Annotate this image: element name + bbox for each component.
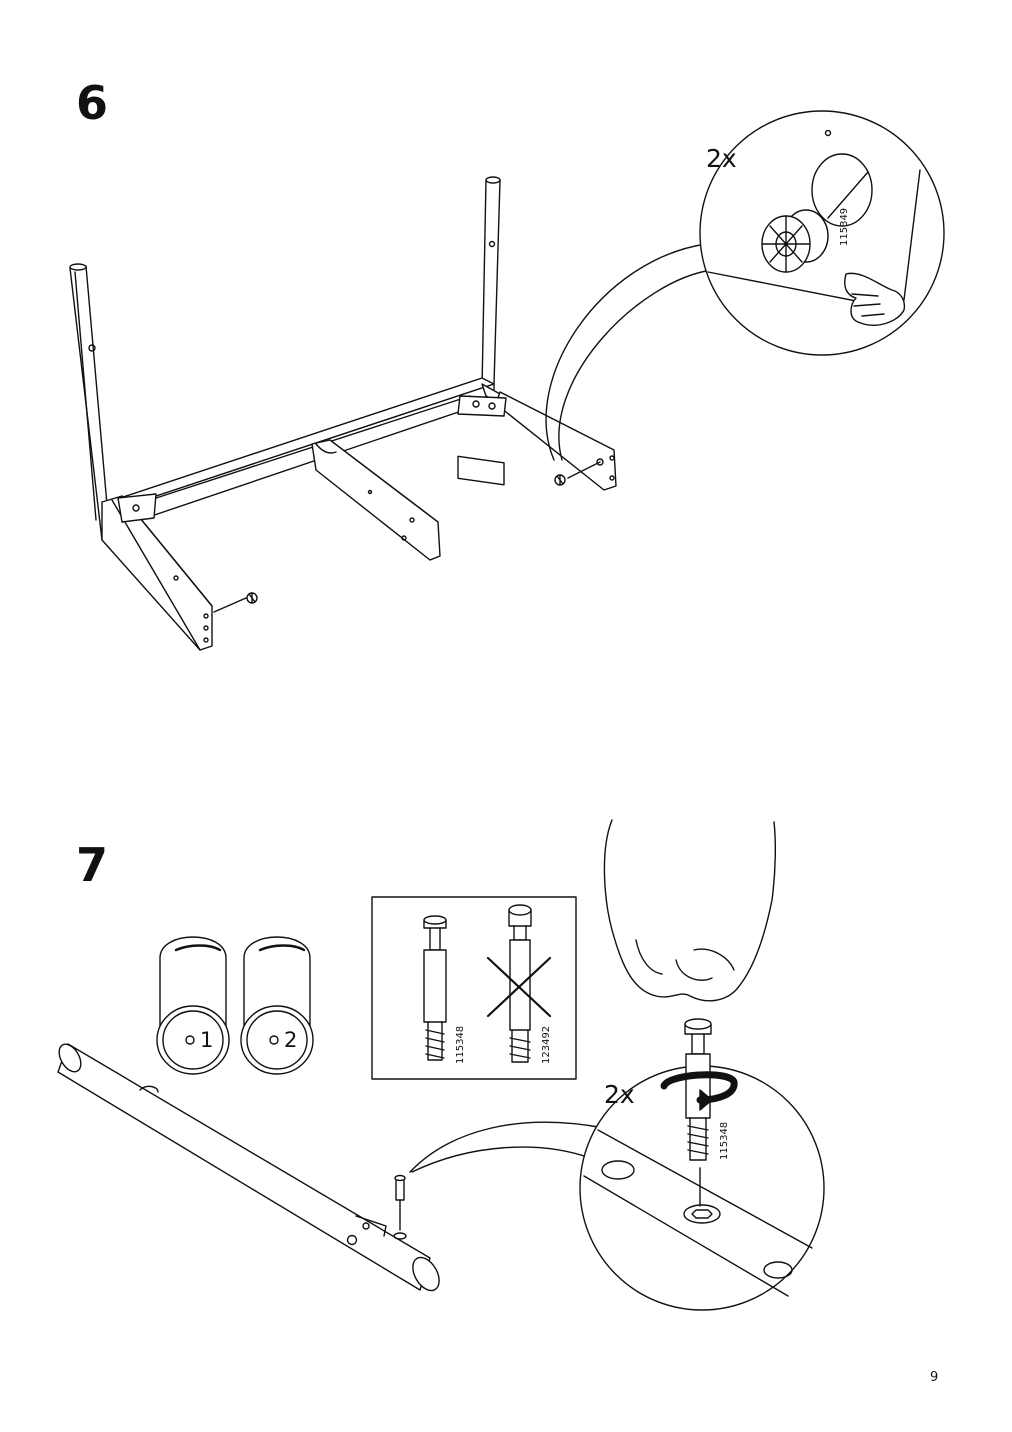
step-7-part-number: 115348	[719, 1121, 730, 1160]
dowel-2	[241, 937, 313, 1074]
correct-part-number: 115348	[455, 1025, 466, 1064]
dowel-2-label: 2	[284, 1028, 298, 1052]
step-7-detail-circle	[580, 1019, 824, 1310]
small-screw	[395, 1176, 405, 1231]
page-number: 9	[930, 1370, 939, 1385]
left-side-rail	[102, 494, 212, 650]
cam-nut-left	[214, 593, 257, 612]
comparison-box	[372, 897, 576, 1079]
correct-bolt	[424, 916, 446, 1060]
callout-tail	[546, 244, 706, 460]
dowel-1-label: 1	[200, 1028, 214, 1052]
back-rail	[108, 378, 494, 526]
hand	[604, 820, 775, 1001]
step-6-detail-circle	[700, 111, 944, 355]
dowel-1	[157, 937, 229, 1074]
long-rod	[55, 1041, 445, 1296]
callout-tail-7	[410, 1122, 604, 1172]
right-side-rail	[458, 384, 616, 490]
step-7-quantity: 2x	[604, 1080, 635, 1109]
cam-nut-right	[555, 462, 600, 485]
wrong-part-number: 123492	[541, 1025, 552, 1064]
centre-beam	[312, 440, 440, 560]
step-6-quantity: 2x	[706, 144, 737, 173]
step-number-6: 6	[76, 76, 109, 130]
wrong-bolt	[488, 905, 550, 1062]
step-number-7: 7	[76, 838, 109, 892]
